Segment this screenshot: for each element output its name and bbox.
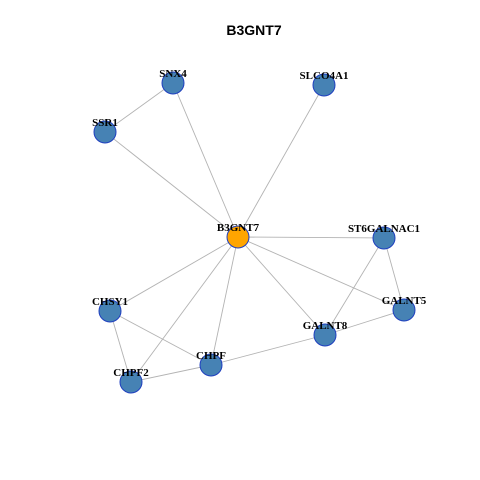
node-circle (312, 73, 336, 97)
edge-b3gnt7-ssr1 (104, 131, 239, 238)
node-label: CHSY1 (92, 296, 128, 308)
edge-b3gnt7-galnt8 (237, 236, 326, 336)
node-galnt5: GALNT5 (382, 295, 427, 322)
edge-galnt8-chpf (210, 334, 326, 366)
node-label: SSR1 (92, 117, 118, 129)
edge-chsy1-chpf2 (109, 310, 132, 383)
node-ssr1: SSR1 (92, 117, 118, 144)
edge-chpf-chpf2 (130, 364, 212, 383)
edge-b3gnt7-chpf (210, 236, 239, 366)
edge-b3gnt7-chpf2 (130, 236, 239, 383)
node-label: ST6GALNAC1 (348, 223, 420, 235)
graph-title: B3GNT7 (226, 22, 281, 38)
node-circle (98, 299, 122, 323)
node-label: GALNT5 (382, 295, 427, 307)
node-label: GALNT8 (303, 320, 348, 332)
edge-galnt5-galnt8 (324, 309, 405, 336)
edge-chsy1-chpf (109, 310, 212, 366)
edge-b3gnt7-galnt5 (237, 236, 405, 311)
node-circle (372, 226, 396, 250)
edge-b3gnt7-snx4 (172, 82, 239, 238)
edge-b3gnt7-st6galnac1 (237, 236, 385, 239)
edge-b3gnt7-slco4a1 (237, 84, 325, 238)
node-chpf2: CHPF2 (113, 367, 149, 394)
node-circle (93, 120, 117, 144)
edge-b3gnt7-chsy1 (109, 236, 239, 312)
node-slco4a1: SLCO4A1 (300, 70, 349, 97)
edge-st6galnac1-galnt5 (383, 237, 405, 311)
node-circle (199, 353, 223, 377)
node-label: SLCO4A1 (300, 70, 349, 82)
node-circle (392, 298, 416, 322)
edge-st6galnac1-galnt8 (324, 237, 385, 336)
edge-layer (104, 82, 405, 383)
node-circle (119, 370, 143, 394)
node-label: B3GNT7 (217, 222, 260, 234)
node-label: CHPF (196, 350, 226, 362)
node-b3gnt7: B3GNT7 (217, 222, 260, 249)
node-circle (313, 323, 337, 347)
node-chpf: CHPF (196, 350, 226, 377)
node-chsy1: CHSY1 (92, 296, 128, 323)
hub-node-circle (226, 225, 250, 249)
node-st6galnac1: ST6GALNAC1 (348, 223, 420, 250)
node-label: CHPF2 (113, 367, 149, 379)
edge-snx4-ssr1 (104, 82, 174, 133)
node-label: SNX4 (159, 68, 187, 80)
node-galnt8: GALNT8 (303, 320, 348, 347)
node-snx4: SNX4 (159, 68, 187, 95)
node-circle (161, 71, 185, 95)
